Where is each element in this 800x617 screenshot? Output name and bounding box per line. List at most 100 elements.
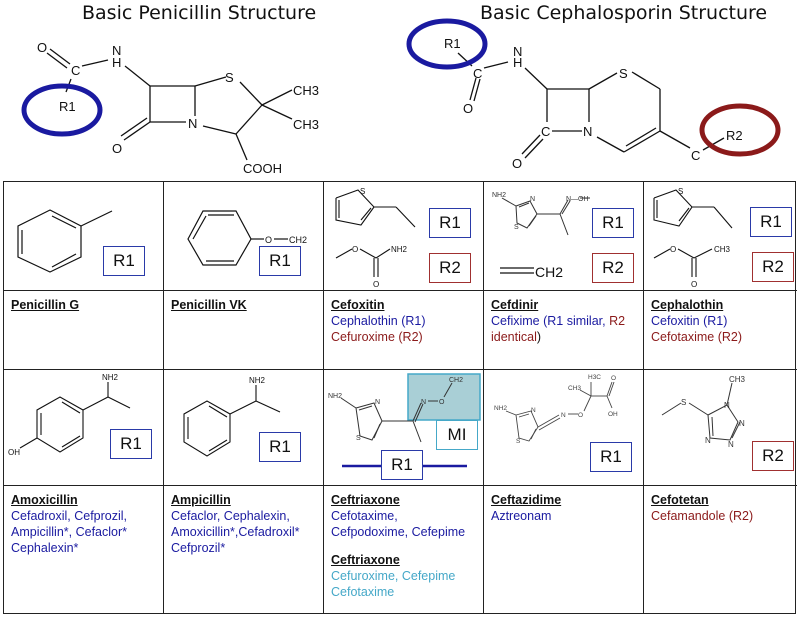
amoxicillin-info-cell: Amoxicillin Cefadroxil, Cefprozil, Ampic… [4, 486, 164, 613]
atom-N: N [583, 124, 592, 139]
penicillin-g-info-cell: Penicillin G [4, 291, 164, 370]
atom-C: C [71, 63, 80, 78]
drug-name: Ceftriaxone [331, 493, 400, 507]
atom-O: O [670, 245, 676, 254]
methylthiotetrazole-structure: S N N N N CH3 [661, 375, 746, 449]
cross-reactive-drug: Cephalexin* [11, 541, 79, 555]
amoxicillin-structure-cell: NH2 OH R1 [4, 370, 164, 486]
ceftriaxone-info-cell: Ceftriaxone Cefotaxime, Cefpodoxime, Cef… [324, 486, 484, 613]
atom-N: N [705, 436, 711, 445]
atom-S: S [516, 438, 521, 445]
mi-tag: MI [436, 420, 478, 450]
atom-O: O [112, 141, 122, 156]
drug-name: Ceftazidime [491, 493, 562, 507]
penicillin-structure-title: Basic Penicillin Structure [82, 2, 317, 24]
methyl-label: CH3 [293, 83, 319, 98]
atom-N: N [421, 399, 426, 406]
ampicillin-info-cell: Ampicillin Cefaclor, Cephalexin, Amoxici… [164, 486, 324, 613]
ceftazidime-info-cell: Ceftazidime Aztreonam [484, 486, 644, 613]
atom-S: S [681, 398, 686, 407]
methyl-label: CH3 [568, 385, 581, 392]
drug-name: Amoxicillin [11, 493, 78, 507]
cefoxitin-info-cell: Cefoxitin Cephalothin (R1) Cefuroxime (R… [324, 291, 484, 370]
cross-reactive-drug: Cefotaxime [331, 585, 395, 599]
penicillin-core-structure [46, 48, 293, 161]
atom-O: O [352, 245, 358, 254]
cefdinir-structure-cell: NH2 N S N—OH CH2 R1 R2 [484, 182, 644, 291]
amine-label: NH2 [328, 393, 342, 400]
atom-S: S [225, 70, 234, 85]
ceftazidime-structure-cell: NH2 N S N O H3C CH3 O OH R1 [484, 370, 644, 486]
methylene-label: CH2 [535, 264, 563, 280]
cross-reactive-drug: Cefotaxime (R2) [651, 330, 742, 344]
r2-tag: R2 [429, 253, 471, 283]
atom-N: N [375, 399, 380, 406]
amine-label: NH2 [102, 373, 119, 382]
r1-tag: R1 [259, 432, 301, 462]
cross-reactive-drug: Amoxicillin*,Cefadroxil* [171, 525, 300, 539]
atom-N: N [188, 116, 197, 131]
atom-O: O [265, 235, 272, 245]
atom-S: S [619, 66, 628, 81]
drug-name: Ceftriaxone [331, 553, 400, 567]
cross-reactive-drug: Cefaclor, Cephalexin, [171, 509, 290, 523]
r1-tag: R1 [110, 429, 152, 459]
cross-reactive-drug: Cefoxitin (R1) [651, 314, 728, 328]
atom-N: N [561, 412, 566, 419]
atom-O: O [463, 101, 473, 116]
cross-reactive-drug: Cefuroxime (R2) [331, 330, 423, 344]
drug-name: Cephalothin [651, 298, 724, 312]
hydroxyl-label: OH [8, 448, 20, 457]
phenoxymethyl-side-chain-structure: O CH2 [187, 210, 307, 266]
r1-tag: R1 [750, 207, 792, 237]
cross-reactive-drug: Cefpodoxime, Cefepime [331, 525, 466, 539]
atom-C: C [541, 124, 550, 139]
amine-label: NH2 [494, 405, 507, 412]
atom-N: N [112, 43, 121, 58]
r1-highlight-circle [406, 18, 488, 70]
atom-O: O [611, 375, 616, 382]
cephalothin-info-cell: Cephalothin Cefoxitin (R1) Cefotaxime (R… [644, 291, 797, 370]
atom-N: N [531, 407, 536, 414]
atom-N: N [513, 44, 522, 59]
cephalosporin-core-structure [457, 52, 725, 159]
atom-C: C [473, 66, 482, 81]
aminothiazolyl-oxime-structure: NH2 N S N—OH CH2 [492, 192, 590, 280]
r1-tag: R1 [381, 450, 423, 480]
cephalosporin-structure-title: Basic Cephalosporin Structure [480, 2, 768, 24]
cephalothin-structure-cell: S O CH3 O R1 R2 [644, 182, 797, 291]
r1-tag: R1 [429, 208, 471, 238]
r2-tag: R2 [752, 441, 794, 471]
aminothiazolyl-carboxypropyl-oxime-structure: NH2 N S N O H3C CH3 O OH [494, 374, 618, 445]
methylene-label: CH2 [289, 235, 307, 245]
penicillin-vk-info-cell: Penicillin VK [164, 291, 324, 370]
drug-name: Cefdinir [491, 298, 539, 312]
atom-S: S [678, 187, 683, 196]
drug-name: Ampicillin [171, 493, 231, 507]
cefoxitin-structure-cell: S O NH2 O R1 R2 [324, 182, 484, 291]
methyl-label: CH3 [729, 375, 746, 384]
side-chain-table: R1 O CH2 R1 S O NH2 [3, 181, 797, 614]
cross-reactive-drug: Ampicillin*, Cefaclor* [11, 525, 128, 539]
r2-tag: R2 [752, 252, 794, 282]
r1-label: R1 [444, 36, 461, 51]
methyl-label: H3C [588, 374, 601, 381]
methyl-label: CH3 [714, 245, 731, 254]
drug-name: Penicillin G [11, 298, 80, 312]
atom-O: O [691, 280, 697, 289]
atom-O: O [373, 280, 379, 289]
cefotetan-info-cell: Cefotetan Cefamandole (R2) [644, 486, 797, 613]
cross-reactive-drug: Cefamandole (R2) [651, 509, 754, 523]
amine-label: NH2 [249, 376, 266, 385]
atom-O: O [578, 412, 583, 419]
r2-label: R2 [726, 128, 743, 143]
carboxyl-label: COOH [243, 161, 282, 176]
atom-O: O [439, 399, 445, 406]
cross-reactive-drug: Cefotaxime, [331, 509, 398, 523]
atom-O: O [37, 40, 47, 55]
thienyl-carbamate-structure: S O NH2 O [335, 187, 416, 289]
similarity-note: identical [491, 330, 537, 344]
atom-O: O [512, 156, 522, 171]
atom-N: N [739, 419, 745, 428]
atom-H: H [112, 55, 121, 70]
